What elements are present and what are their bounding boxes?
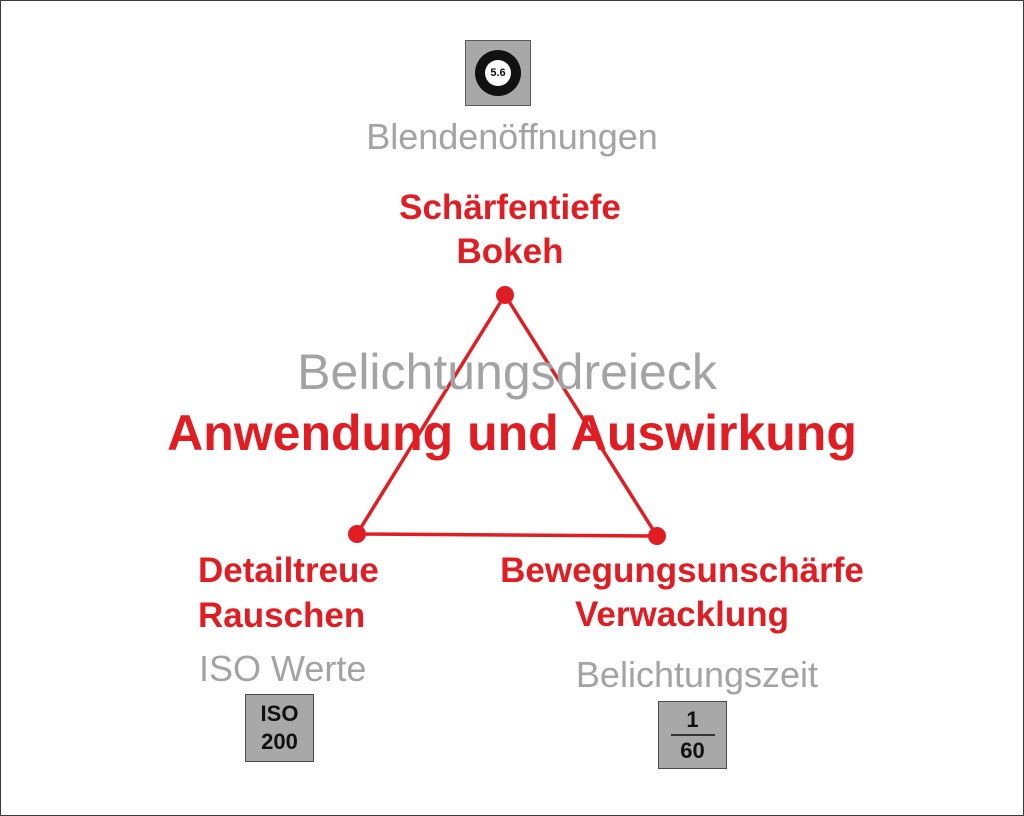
- vertex-iso: [348, 525, 366, 543]
- shutter-numerator: 1: [686, 707, 699, 732]
- iso-effect-detail: Detailtreue: [198, 551, 379, 590]
- aperture-effect-bokeh: Bokeh: [456, 232, 564, 271]
- vertex-aperture: [496, 286, 514, 304]
- shutter-effect-shake: Verwacklung: [575, 595, 789, 634]
- vertex-shutter: [648, 527, 666, 545]
- aperture-icon: 5.6: [465, 40, 531, 106]
- shutter-label: Belichtungszeit: [575, 654, 819, 695]
- diagram-subtitle: Anwendung und Auswirkung: [167, 405, 857, 461]
- diagram-title: Belichtungsdreieck: [297, 344, 717, 400]
- iso-box-value: 200: [261, 729, 298, 754]
- aperture-ring: 5.6: [475, 50, 521, 96]
- aperture-value: 5.6: [485, 60, 511, 86]
- aperture-effect-depth: Schärfentiefe: [399, 188, 621, 227]
- iso-label: ISO Werte: [199, 648, 367, 689]
- iso-value-box: ISO 200: [245, 694, 314, 762]
- triangle-outline: [355, 293, 659, 538]
- aperture-label: Blendenöffnungen: [366, 116, 658, 157]
- shutter-denominator: 60: [680, 738, 705, 763]
- shutter-value-box: 1 60: [658, 701, 727, 769]
- iso-effect-noise: Rauschen: [198, 596, 366, 635]
- fraction-line: [670, 734, 715, 736]
- iso-box-label: ISO: [260, 701, 299, 726]
- shutter-effect-motion-blur: Bewegungsunschärfe: [500, 551, 864, 590]
